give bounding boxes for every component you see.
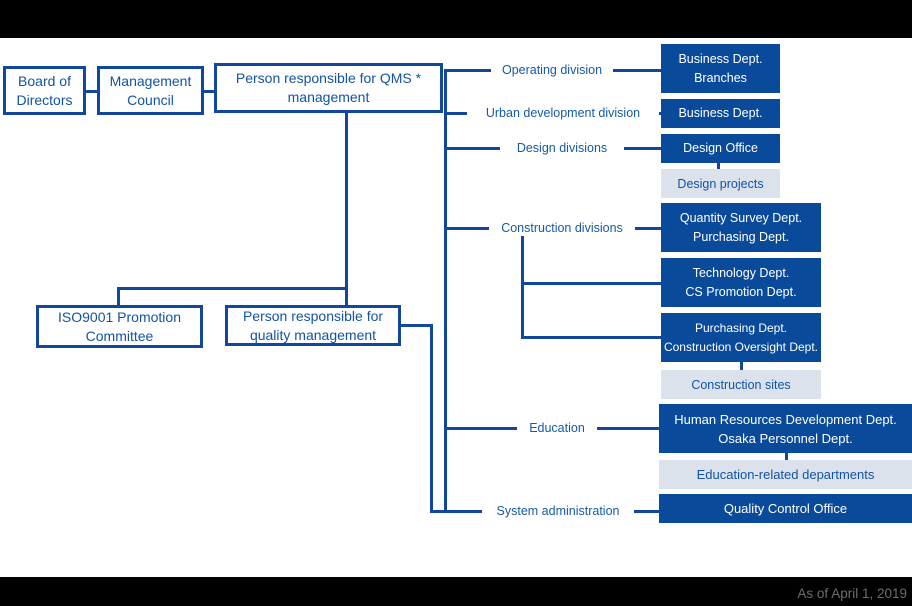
- dept-box-business-branches: Business Dept. Branches: [661, 44, 780, 93]
- iso9001-committee-line1: ISO9001 Promotion: [58, 308, 181, 325]
- dept-box-business: Business Dept.: [661, 99, 780, 128]
- dept-construction-sites-label: Construction sites: [691, 377, 791, 392]
- dept-box-construction-sites: Construction sites: [661, 370, 821, 399]
- management-council-line2: Council: [127, 91, 174, 108]
- dept-box-quality-control: Quality Control Office: [659, 494, 912, 523]
- connector-purchasing-branch: [521, 336, 661, 339]
- management-council-line1: Management: [109, 72, 192, 89]
- board-of-directors-line1: Board of: [18, 72, 71, 89]
- dept-quality-control-label: Quality Control Office: [723, 501, 848, 516]
- connector-technology-branch: [521, 282, 661, 285]
- dept-technology-line1: Technology Dept.: [692, 265, 790, 280]
- connector-oversight-sites: [740, 362, 743, 371]
- dept-purchasing-line2: Construction Oversight Dept.: [663, 339, 819, 354]
- dept-purchasing-line1: Purchasing Dept.: [694, 320, 788, 335]
- dept-design-office-label: Design Office: [683, 141, 758, 155]
- dept-business-label: Business Dept.: [678, 106, 763, 120]
- connector-quality-right: [400, 324, 433, 327]
- dept-design-projects-label: Design projects: [677, 176, 764, 191]
- branch-label-system-administration: System administration: [482, 503, 634, 519]
- iso9001-committee-line2: Committee: [85, 327, 154, 344]
- board-of-directors-line2: Directors: [16, 91, 73, 108]
- dept-box-education-related: Education-related departments: [659, 460, 912, 489]
- management-council-box: Management Council: [97, 66, 204, 115]
- dept-box-design-projects: Design projects: [661, 169, 780, 198]
- connector-iso-stub: [117, 287, 120, 307]
- connector-designoffice-projects: [717, 163, 720, 169]
- dept-quantity-line2: Purchasing Dept.: [693, 229, 789, 244]
- quality-manager-line2: quality management: [249, 326, 377, 343]
- bottom-black-bar: [0, 577, 912, 606]
- quality-manager-line1: Person responsible for: [242, 307, 384, 324]
- top-black-bar: [0, 0, 912, 38]
- connector-hr-educationrelated: [785, 453, 788, 461]
- quality-manager-box: Person responsible for quality managemen…: [225, 305, 401, 346]
- branch-label-urban-development: Urban development division: [467, 105, 659, 121]
- dept-box-technology: Technology Dept. CS Promotion Dept.: [661, 258, 821, 307]
- qms-manager-line1: Person responsible for QMS *: [235, 70, 422, 86]
- as-of-date-note: As of April 1, 2019: [797, 586, 907, 601]
- dept-hr-line2: Osaka Personnel Dept.: [718, 430, 853, 446]
- qms-manager-box: Person responsible for QMS * management: [214, 63, 443, 113]
- dept-box-purchasing-oversight: Purchasing Dept. Construction Oversight …: [661, 313, 821, 362]
- branch-label-operating-division: Operating division: [491, 62, 613, 78]
- dept-box-hr-development: Human Resources Development Dept. Osaka …: [659, 404, 912, 453]
- dept-box-design-office: Design Office: [661, 134, 780, 163]
- branch-label-education: Education: [517, 420, 597, 436]
- dept-box-quantity-survey: Quantity Survey Dept. Purchasing Dept.: [661, 203, 821, 252]
- dept-technology-line2: CS Promotion Dept.: [685, 284, 797, 299]
- connector-trunk: [444, 69, 447, 513]
- dept-hr-line1: Human Resources Development Dept.: [674, 411, 897, 427]
- branch-label-construction-divisions: Construction divisions: [489, 220, 635, 236]
- dept-education-related-label: Education-related departments: [696, 466, 875, 482]
- connector-council-qms: [204, 90, 214, 93]
- iso9001-committee-box: ISO9001 Promotion Committee: [36, 305, 203, 348]
- dept-quantity-line1: Quantity Survey Dept.: [679, 210, 803, 225]
- connector-board-council: [86, 90, 97, 93]
- qms-manager-line2: management: [287, 89, 370, 105]
- dept-business-branches-line2: Branches: [694, 70, 747, 85]
- connector-split-horizontal: [117, 287, 348, 290]
- board-of-directors-box: Board of Directors: [3, 66, 86, 115]
- branch-label-design-divisions: Design divisions: [500, 140, 624, 156]
- connector-qms-down: [345, 112, 348, 307]
- connector-quality-down: [430, 324, 433, 513]
- dept-business-branches-line1: Business Dept.: [678, 51, 763, 66]
